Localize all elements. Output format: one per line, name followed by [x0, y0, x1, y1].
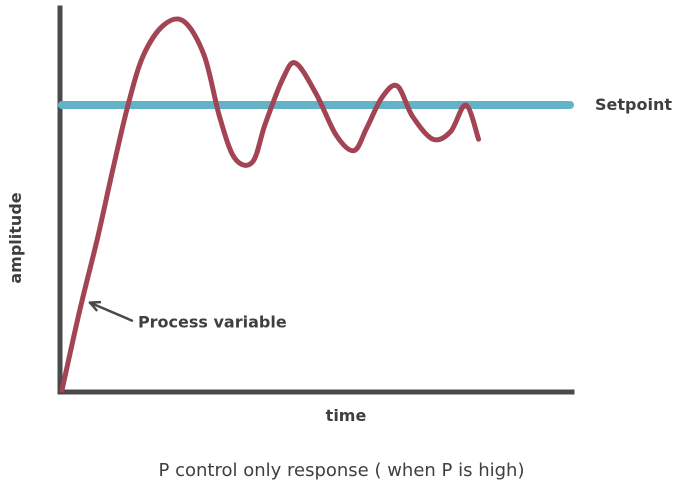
series-layer — [58, 16, 574, 393]
annotation-layer — [88, 300, 134, 322]
process-variable-arrow-line — [88, 301, 134, 322]
process-variable-line — [59, 16, 482, 393]
x-axis-label: time — [326, 406, 367, 425]
process-variable-label: Process variable — [138, 313, 287, 332]
chart-title: P control only response ( when P is high… — [159, 460, 525, 481]
axes-layer — [57, 5, 575, 395]
y-axis-label: amplitude — [6, 192, 25, 283]
process-variable-arrow-head — [88, 300, 102, 312]
setpoint-label: Setpoint — [595, 95, 672, 114]
